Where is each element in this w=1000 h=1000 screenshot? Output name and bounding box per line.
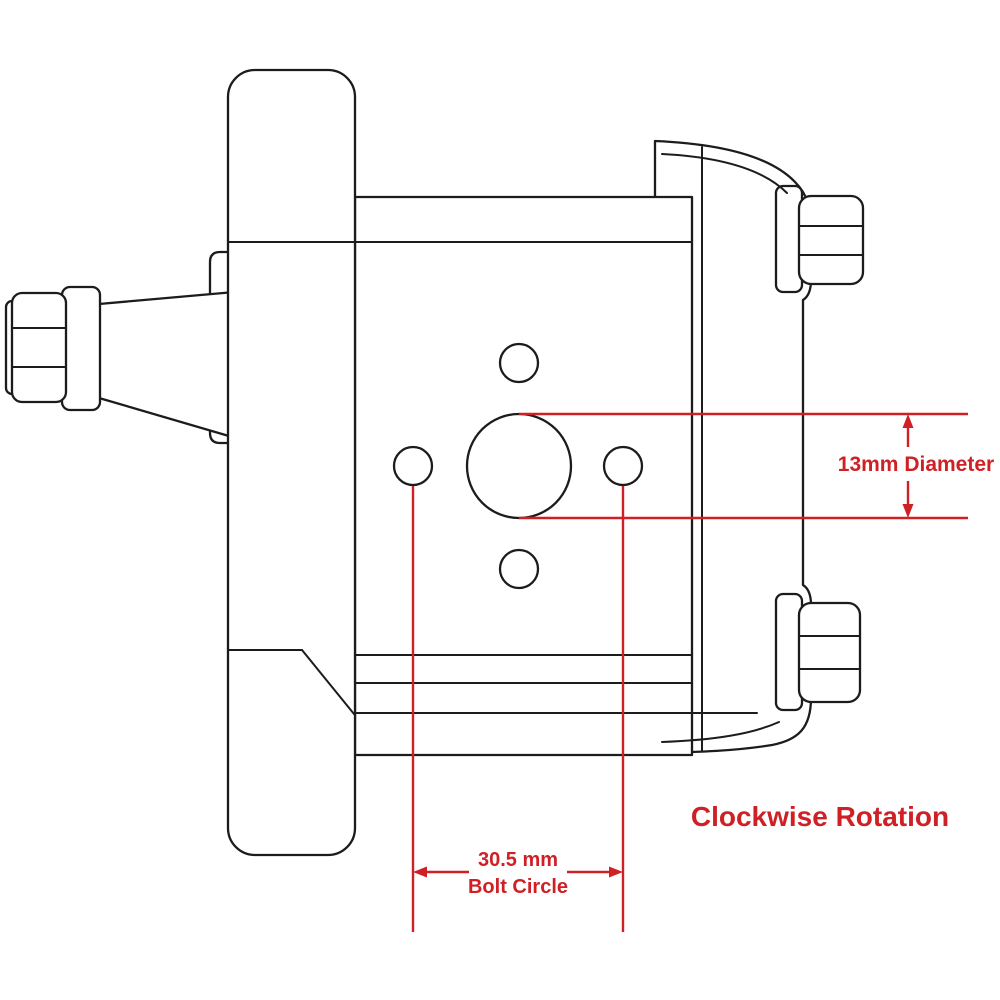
bolt-head	[797, 194, 865, 286]
housing-contour-bottom	[661, 721, 780, 743]
bolt-head	[797, 601, 862, 704]
mounting-bolt-top	[774, 184, 865, 294]
bolt-circle-label: Bolt Circle	[468, 876, 568, 898]
bolt-circle-value: 30.5 mm	[478, 849, 558, 871]
drive-shaft-assembly	[4, 250, 248, 445]
rear-housing	[653, 139, 813, 755]
housing-contour-top	[661, 153, 788, 194]
rotation-label: Clockwise Rotation	[691, 801, 949, 832]
bolt-hole-top	[498, 342, 540, 384]
dimension-bolt-circle: 30.5 mm Bolt Circle	[411, 486, 625, 932]
center-bore	[465, 412, 573, 520]
diameter-label: 13mm Diameter	[838, 453, 994, 476]
bolt-hole-bottom	[498, 548, 540, 590]
shaft-washer	[60, 285, 102, 412]
bolt-hole-right	[602, 445, 644, 487]
body-detail-lines	[227, 146, 788, 752]
mounting-flange	[226, 68, 357, 857]
dimension-13mm-diameter: 13mm Diameter	[519, 412, 994, 520]
mounting-bolt-bottom	[774, 592, 862, 712]
arrow-right-icon	[609, 866, 623, 878]
arrow-down-icon	[902, 504, 914, 518]
arrow-left-icon	[413, 866, 427, 878]
bolt-hole-left	[392, 445, 434, 487]
arrow-up-icon	[902, 414, 914, 428]
port-face-holes	[392, 342, 644, 590]
flange-chamfer-line	[301, 649, 355, 715]
rear-housing-outline	[653, 139, 813, 755]
hex-nut	[10, 291, 68, 404]
shaft-taper	[97, 289, 248, 443]
mounting-flange-outline	[226, 68, 357, 857]
